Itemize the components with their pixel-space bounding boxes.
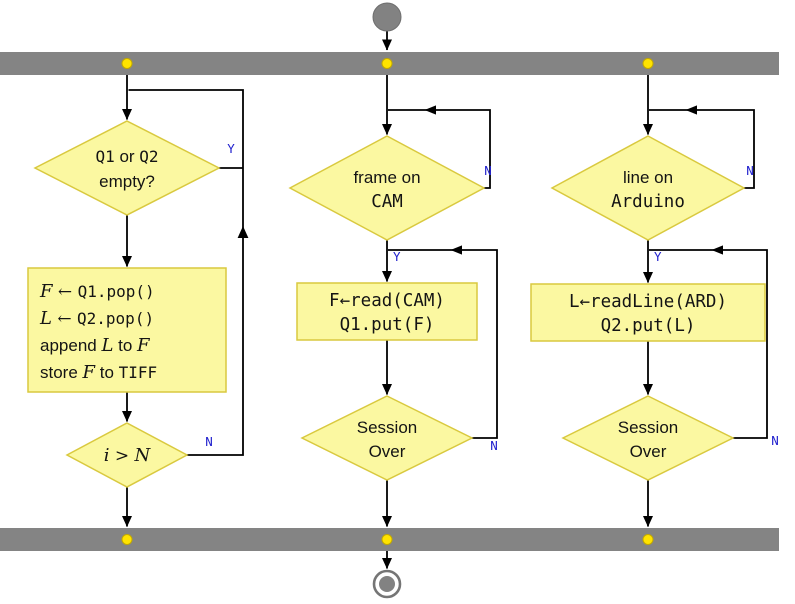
loop-count-label: i > N bbox=[104, 445, 152, 466]
loop-count-no-label: N bbox=[205, 434, 213, 449]
join-dot-1 bbox=[121, 534, 133, 545]
line-on-arduino-label-line1: line on bbox=[623, 168, 673, 187]
cam-yes-label: Y bbox=[393, 249, 401, 264]
frame-on-cam-label-line2: CAM bbox=[371, 192, 403, 212]
line-on-arduino-label-line2: Arduino bbox=[611, 192, 685, 212]
pop-append-store-process bbox=[27, 267, 227, 393]
read-arduino-process bbox=[530, 283, 766, 342]
fork-dot-2 bbox=[381, 58, 393, 69]
process-line-pop-q1: F ← Q1.pop() bbox=[39, 281, 155, 302]
edge-arduino-session-no-loop bbox=[649, 249, 768, 439]
read-cam-line1: F←read(CAM) bbox=[329, 291, 445, 311]
fork-dot-1 bbox=[121, 58, 133, 69]
frame-on-cam-decision bbox=[288, 135, 486, 241]
process-line-append: append L to F bbox=[40, 335, 151, 356]
arrowhead-arduino-session-loop-left bbox=[711, 245, 723, 255]
arrowhead-frame-loop-left bbox=[424, 105, 436, 115]
arrowhead-cam-session-loop-left bbox=[450, 245, 462, 255]
arduino-yes-label: Y bbox=[654, 249, 662, 264]
fork-dot-3 bbox=[642, 58, 654, 69]
end-node-core bbox=[379, 576, 395, 592]
cam-session-no-label: N bbox=[490, 438, 498, 453]
process-line-store: store F to TIFF bbox=[40, 362, 157, 383]
queues-empty-decision bbox=[33, 120, 221, 216]
read-arduino-line1: L←readLine(ARD) bbox=[569, 292, 727, 312]
edge-cam-session-no-loop bbox=[388, 249, 498, 439]
arrowhead-line-loop-left bbox=[685, 105, 697, 115]
edge-frame-no-loop bbox=[388, 109, 491, 189]
process-line-pop-q2: L ← Q2.pop() bbox=[39, 308, 154, 329]
join-dot-3 bbox=[642, 534, 654, 545]
read-cam-process bbox=[296, 282, 478, 341]
edge-left-loopback bbox=[128, 89, 244, 456]
start-node bbox=[372, 2, 402, 32]
cam-session-over-decision bbox=[300, 395, 474, 481]
read-arduino-line2: Q2.put(L) bbox=[601, 316, 696, 336]
frame-on-cam-label-line1: frame on bbox=[353, 168, 420, 187]
queues-empty-yes-label: Y bbox=[227, 141, 235, 156]
join-dot-2 bbox=[381, 534, 393, 545]
queues-empty-label-line1: Q1 or Q2 bbox=[95, 147, 158, 166]
frame-no-label: N bbox=[484, 163, 492, 178]
line-no-label: N bbox=[746, 163, 754, 178]
arduino-session-label-line1: Session bbox=[618, 418, 678, 437]
queues-empty-label-line2: empty? bbox=[99, 172, 155, 191]
read-cam-line2: Q1.put(F) bbox=[340, 315, 435, 335]
arduino-session-no-label: N bbox=[771, 433, 779, 448]
loop-count-decision bbox=[65, 422, 189, 488]
line-on-arduino-decision bbox=[550, 135, 746, 241]
edge-line-no-loop bbox=[649, 109, 755, 189]
arduino-session-label-line2: Over bbox=[630, 442, 667, 461]
arduino-session-over-decision bbox=[561, 395, 735, 481]
arrowhead-left-loop-up bbox=[237, 226, 249, 238]
cam-session-label-line2: Over bbox=[369, 442, 406, 461]
edges bbox=[122, 31, 768, 569]
cam-session-label-line1: Session bbox=[357, 418, 417, 437]
